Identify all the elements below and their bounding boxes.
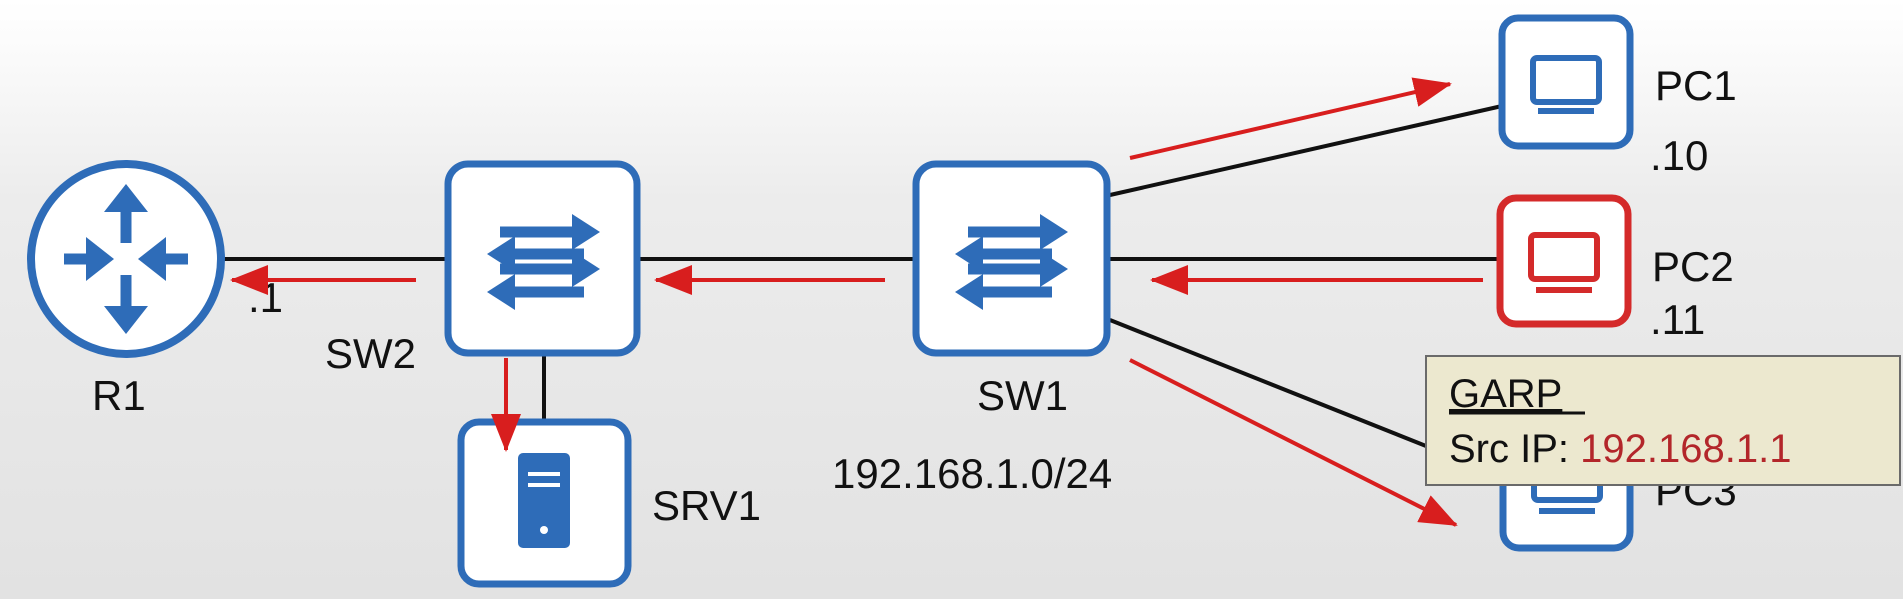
garp-flow-arrows <box>230 77 1483 527</box>
garp-tooltip: GARP Src IP: 192.168.1.1 <box>1425 355 1901 486</box>
server-icon <box>457 418 632 588</box>
switch-sw1[interactable]: SW1 <box>912 160 1111 419</box>
switch-icon <box>444 160 641 357</box>
pc2-label: PC2 <box>1652 243 1734 290</box>
links <box>222 104 1503 448</box>
router-r1[interactable]: R1 .1 <box>27 160 283 419</box>
monitor-icon <box>1496 194 1632 328</box>
switch-icon <box>912 160 1111 357</box>
sw2-label: SW2 <box>325 330 416 377</box>
pc1-label: PC1 <box>1655 62 1737 109</box>
tooltip-src-ip: 192.168.1.1 <box>1580 427 1791 471</box>
r1-label: R1 <box>92 372 146 419</box>
tooltip-box <box>1425 355 1901 486</box>
host-pc1[interactable]: PC1 .10 <box>1498 14 1737 179</box>
link-sw1-pc3 <box>1109 318 1427 448</box>
server-srv1[interactable]: SRV1 <box>457 418 761 588</box>
router-icon <box>27 160 225 358</box>
link-sw1-pc1 <box>1109 104 1503 197</box>
monitor-icon <box>1498 14 1634 150</box>
subnet-label: 192.168.1.0/24 <box>832 450 1112 497</box>
srv1-label: SRV1 <box>652 482 761 529</box>
switch-sw2[interactable]: SW2 <box>325 160 641 377</box>
arrow-sw1-to-pc3 <box>1129 358 1458 527</box>
sw1-label: SW1 <box>977 372 1068 419</box>
tooltip-title: GARP <box>1449 372 1562 416</box>
host-pc2[interactable]: PC2 .11 <box>1496 194 1734 343</box>
pc2-ip-suffix: .11 <box>1650 296 1705 343</box>
arrow-sw1-to-pc1 <box>1129 77 1452 160</box>
tooltip-src-line: Src IP: 192.168.1.1 <box>1449 427 1791 471</box>
tooltip-src-label: Src IP: <box>1449 427 1580 471</box>
pc1-ip-suffix: .10 <box>1650 132 1708 179</box>
